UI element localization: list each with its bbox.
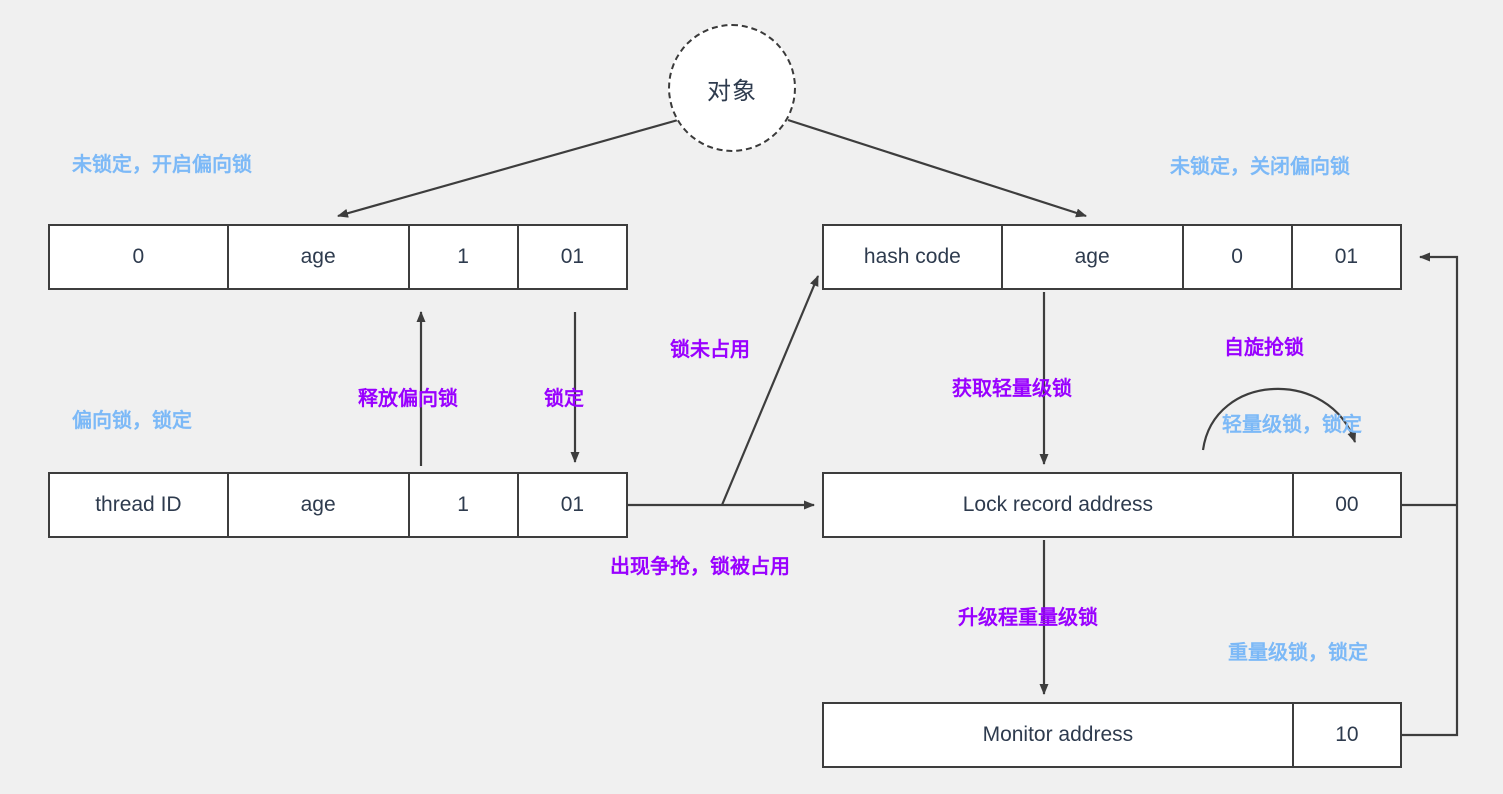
markword-cell: 01 <box>1334 245 1359 268</box>
edge-lock-not-occupied <box>720 275 820 506</box>
edge-object-to-biased-unlocked <box>337 118 679 218</box>
transition-label-lock-not-occupied: 锁未占用 <box>670 339 750 361</box>
markword-cell: 00 <box>1335 493 1359 516</box>
markword-cell: 0 <box>50 226 229 288</box>
transition-label-lock: 锁定 <box>544 388 584 410</box>
markword-row-hash-unlocked: hash code age 0 01 <box>822 224 1402 290</box>
markword-cell: age <box>1003 226 1184 288</box>
markword-row-lightweight-locked: Lock record address 00 <box>822 472 1402 538</box>
markword-cell: thread ID <box>50 474 229 536</box>
edge-return-heavyweight-to-unlocked <box>1402 252 1459 737</box>
markword-cell: Monitor address <box>824 704 1294 766</box>
markword-row-biased-unlocked: 0 age 1 01 <box>48 224 628 290</box>
markword-cell: age <box>229 226 410 288</box>
transition-label-spin-for-lock: 自旋抢锁 <box>1224 337 1304 359</box>
state-label-heavyweight-locked: 重量级锁，锁定 <box>1228 642 1368 664</box>
state-label-hash-unlocked: 未锁定，关闭偏向锁 <box>1170 156 1350 178</box>
object-node-label: 对象 <box>707 77 757 105</box>
state-label-lightweight-locked: 轻量级锁，锁定 <box>1222 414 1362 436</box>
markword-cell: 1 <box>410 226 519 288</box>
markword-cell: Lock record address <box>824 474 1294 536</box>
markword-cell: hash code <box>824 226 1003 288</box>
transition-label-upgrade-to-heavyweight-lock: 升级程重量级锁 <box>958 607 1098 629</box>
markword-cell: 1 <box>410 474 519 536</box>
transition-label-release-biased-lock: 释放偏向锁 <box>358 388 458 410</box>
state-label-biased-locked: 偏向锁，锁定 <box>72 410 192 432</box>
markword-row-biased-locked: thread ID age 1 01 <box>48 472 628 538</box>
edge-object-to-hash-unlocked <box>787 118 1087 218</box>
transition-label-contention-lock-occupied: 出现争抢，锁被占用 <box>610 556 790 578</box>
markword-row-heavyweight-locked: Monitor address 10 <box>822 702 1402 768</box>
markword-cell: 01 <box>560 245 585 268</box>
markword-cell: age <box>229 474 410 536</box>
markword-cell: 10 <box>1335 723 1359 746</box>
markword-cell: 01 <box>560 493 585 516</box>
state-label-biased-unlocked: 未锁定，开启偏向锁 <box>72 154 252 176</box>
object-node: 对象 <box>668 24 796 152</box>
transition-label-acquire-lightweight-lock: 获取轻量级锁 <box>952 378 1072 400</box>
markword-cell: 0 <box>1184 226 1293 288</box>
